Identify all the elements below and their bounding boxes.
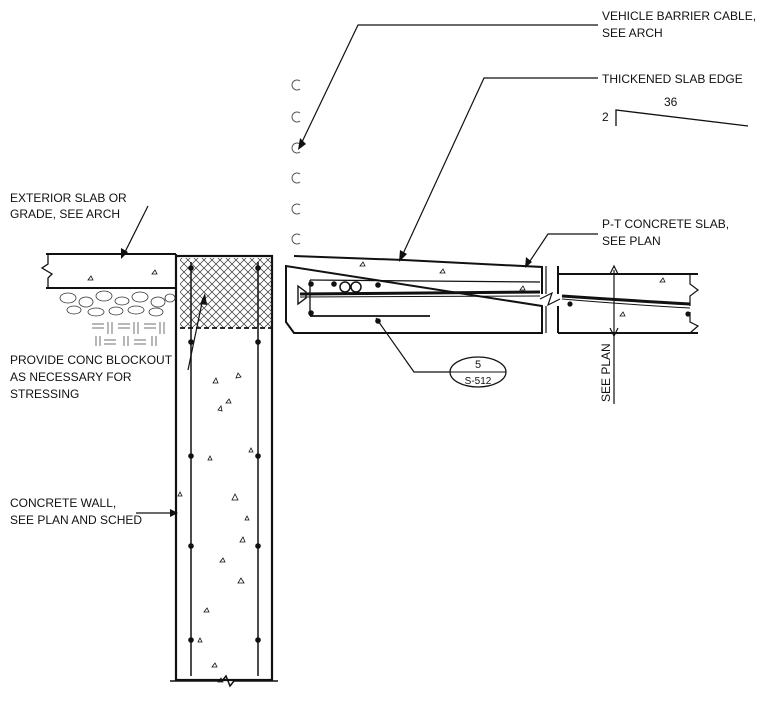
svg-text:CONCRETE WALL,: CONCRETE WALL, bbox=[10, 496, 116, 510]
section-tag: 5 S-512 bbox=[449, 356, 507, 388]
svg-text:STRESSING: STRESSING bbox=[10, 387, 79, 401]
svg-text:THICKENED SLAB EDGE: THICKENED SLAB EDGE bbox=[602, 72, 743, 86]
pt-tendon bbox=[299, 290, 691, 306]
slope-run: 36 bbox=[664, 95, 678, 109]
compacted-soil bbox=[92, 322, 165, 346]
pt-anchor bbox=[297, 284, 307, 306]
wall-break-line bbox=[170, 674, 278, 688]
note-wall: CONCRETE WALL, SEE PLAN AND SCHED bbox=[10, 496, 142, 527]
svg-text:EXTERIOR SLAB OR: EXTERIOR SLAB OR bbox=[10, 191, 127, 205]
cable-duct-2 bbox=[350, 281, 362, 293]
see-plan-label: SEE PLAN bbox=[599, 343, 613, 402]
barrier-cable-symbols bbox=[291, 79, 301, 245]
svg-text:GRADE, SEE ARCH: GRADE, SEE ARCH bbox=[10, 207, 120, 221]
gravel-fill bbox=[59, 290, 176, 317]
svg-text:AS NECESSARY FOR: AS NECESSARY FOR bbox=[10, 370, 132, 384]
note-vehicle-barrier: VEHICLE BARRIER CABLE, SEE ARCH bbox=[602, 9, 756, 40]
section-sheet: S-512 bbox=[465, 376, 492, 387]
svg-text:SEE ARCH: SEE ARCH bbox=[602, 26, 663, 40]
slope-rise: 2 bbox=[602, 110, 609, 124]
svg-text:PROVIDE CONC BLOCKOUT: PROVIDE CONC BLOCKOUT bbox=[10, 353, 173, 367]
svg-text:SEE PLAN: SEE PLAN bbox=[602, 234, 661, 248]
svg-text:VEHICLE BARRIER CABLE,: VEHICLE BARRIER CABLE, bbox=[602, 9, 756, 23]
wall-rebar-dots bbox=[188, 265, 261, 643]
section-number: 5 bbox=[475, 359, 481, 371]
slope-symbol: 2 36 bbox=[602, 95, 749, 127]
wall-aggregate bbox=[177, 372, 254, 683]
note-thickened-slab: THICKENED SLAB EDGE bbox=[602, 72, 743, 86]
see-plan-marker: SEE PLAN bbox=[599, 264, 619, 404]
note-exterior-slab: EXTERIOR SLAB OR GRADE, SEE ARCH bbox=[10, 191, 127, 221]
exterior-slab bbox=[40, 253, 177, 289]
note-blockout: PROVIDE CONC BLOCKOUT AS NECESSARY FOR S… bbox=[10, 353, 173, 401]
note-pt-slab: P-T CONCRETE SLAB, SEE PLAN bbox=[602, 217, 729, 248]
slab-rebar-top bbox=[309, 279, 541, 283]
pt-slab-thickened-edge bbox=[285, 255, 700, 334]
cable-duct-1 bbox=[339, 281, 351, 293]
leader-lines bbox=[123, 24, 598, 514]
concrete-wall bbox=[170, 254, 278, 688]
svg-text:P-T CONCRETE SLAB,: P-T CONCRETE SLAB, bbox=[602, 217, 729, 231]
svg-text:SEE PLAN AND SCHED: SEE PLAN AND SCHED bbox=[10, 513, 142, 527]
